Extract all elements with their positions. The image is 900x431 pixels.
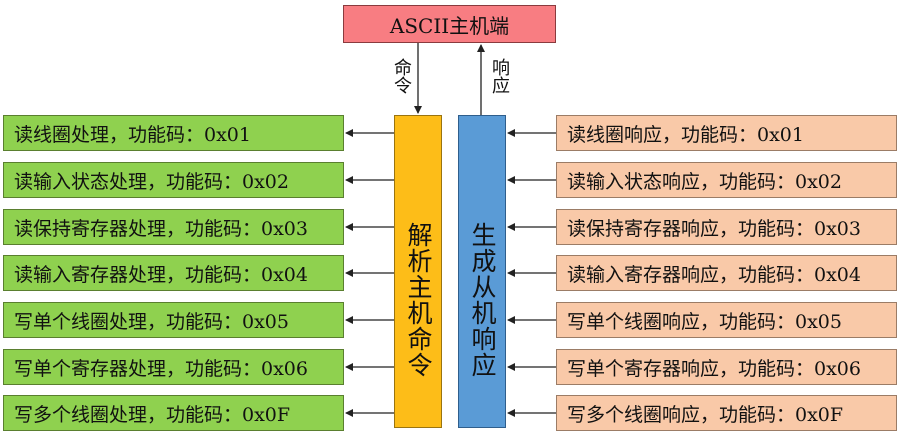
response-box-fc06: 写单个寄存器响应，功能码：0x06 [556, 349, 897, 385]
handler-label: 写单个线圈处理，功能码：0x05 [14, 310, 289, 333]
response-box-fc04: 读输入寄存器响应，功能码：0x04 [556, 255, 897, 291]
handler-label: 读输入状态处理，功能码：0x02 [14, 170, 289, 193]
response-box-fc01: 读线圈响应，功能码：0x01 [556, 115, 897, 151]
response-item-label: 读输入状态响应，功能码：0x02 [567, 170, 842, 193]
handler-label: 读线圈处理，功能码：0x01 [14, 123, 251, 146]
host-label: ASCII主机端 [389, 13, 510, 38]
response-item-label: 读保持寄存器响应，功能码：0x03 [567, 217, 861, 240]
handler-box-fc05: 写单个线圈处理，功能码：0x05 [3, 302, 344, 338]
handler-box-fc01: 读线圈处理，功能码：0x01 [3, 115, 344, 151]
response-box-fc05: 写单个线圈响应，功能码：0x05 [556, 302, 897, 338]
handler-box-fc0f: 写多个线圈处理，功能码：0x0F [3, 395, 344, 431]
handler-box-fc02: 读输入状态处理，功能码：0x02 [3, 162, 344, 198]
handler-box-fc06: 写单个寄存器处理，功能码：0x06 [3, 349, 344, 385]
handler-label: 读保持寄存器处理，功能码：0x03 [14, 217, 308, 240]
response-item-label: 读线圈响应，功能码：0x01 [567, 123, 804, 146]
handler-box-fc03: 读保持寄存器处理，功能码：0x03 [3, 209, 344, 245]
response-item-label: 写单个寄存器响应，功能码：0x06 [567, 357, 861, 380]
command-label: 命令 [391, 58, 412, 94]
response-item-label: 写多个线圈响应，功能码：0x0F [567, 403, 844, 426]
parse-command-label: 解析主机命令 [404, 222, 433, 378]
handler-label: 写单个寄存器处理，功能码：0x06 [14, 357, 308, 380]
handler-box-fc04: 读输入寄存器处理，功能码：0x04 [3, 255, 344, 291]
parse-command-bar: 解析主机命令 [394, 115, 442, 428]
response-item-label: 读输入寄存器响应，功能码：0x04 [567, 263, 861, 286]
response-box-fc03: 读保持寄存器响应，功能码：0x03 [556, 209, 897, 245]
handler-label: 读输入寄存器处理，功能码：0x04 [14, 263, 308, 286]
response-box-fc0f: 写多个线圈响应，功能码：0x0F [556, 395, 897, 431]
ascii-host-box: ASCII主机端 [343, 5, 556, 43]
generate-response-label: 生成从机响应 [468, 222, 497, 378]
handler-label: 写多个线圈处理，功能码：0x0F [14, 403, 291, 426]
response-item-label: 写单个线圈响应，功能码：0x05 [567, 310, 842, 333]
generate-response-bar: 生成从机响应 [458, 115, 506, 428]
response-label: 响应 [489, 58, 510, 94]
response-box-fc02: 读输入状态响应，功能码：0x02 [556, 162, 897, 198]
